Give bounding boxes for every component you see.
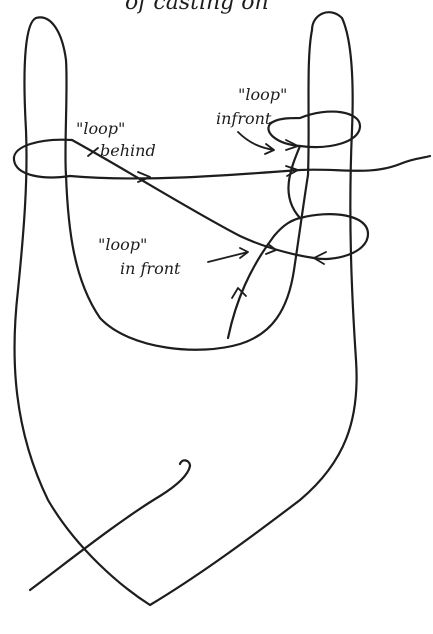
left-peg bbox=[36, 17, 67, 175]
label-loop-infront-upper-line1: "loop" bbox=[238, 85, 287, 104]
yarn-cross-strand bbox=[288, 146, 300, 218]
label-loop-infront-upper-line2: infront bbox=[216, 109, 272, 128]
right-lower-loop bbox=[300, 214, 368, 259]
left-loop bbox=[14, 140, 72, 178]
label-loop-infront-upper-pointer bbox=[238, 132, 274, 154]
yarn-tail bbox=[30, 460, 190, 590]
right-upper-loop bbox=[268, 112, 360, 147]
right-peg bbox=[308, 30, 312, 175]
label-loop-infront-lower-pointer bbox=[208, 248, 248, 262]
loom-inner-u bbox=[66, 175, 308, 350]
label-loop-behind-line1: "loop" bbox=[76, 119, 125, 138]
caption-top: of casting on bbox=[125, 0, 269, 15]
label-loop-behind-line2: behind bbox=[100, 141, 156, 160]
label-loop-infront-lower-line1: "loop" bbox=[98, 235, 147, 254]
label-loop-infront-lower-line2: in front bbox=[120, 259, 181, 278]
